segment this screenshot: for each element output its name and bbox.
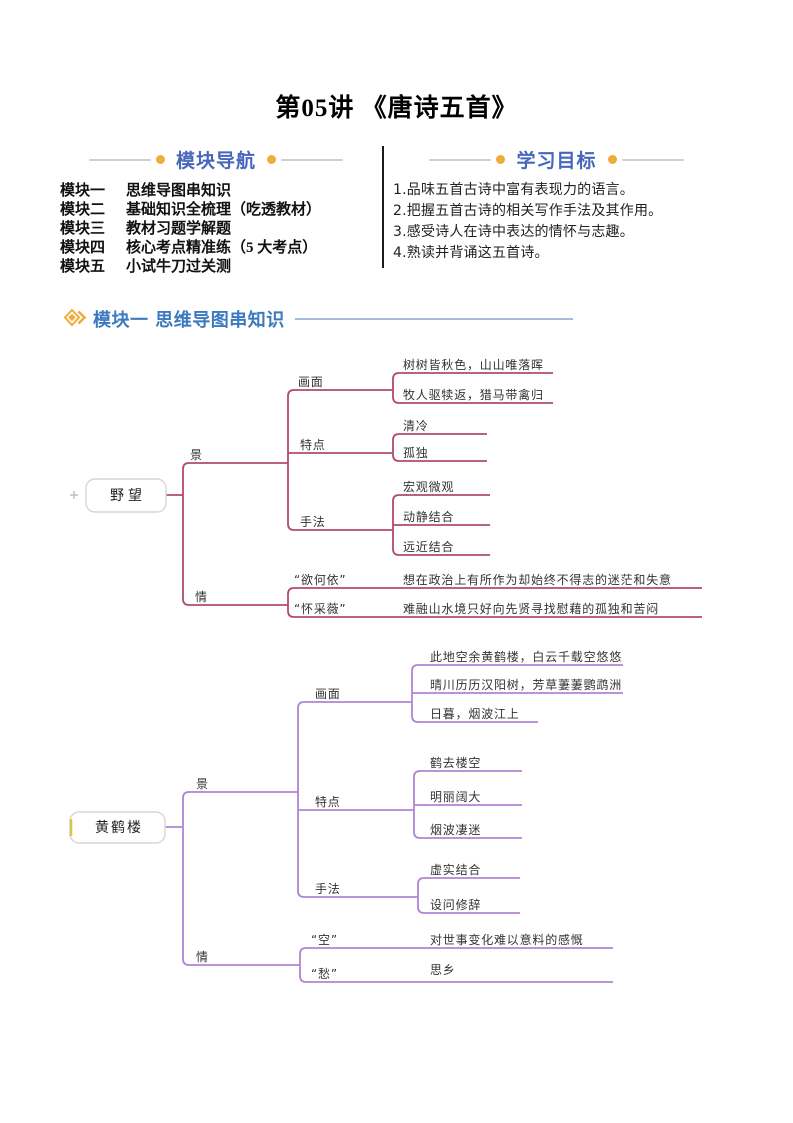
leaf-text: 晴川历历汉阳树，芳草萋萋鹦鹉洲 (430, 677, 622, 692)
gold-dot-icon (267, 155, 276, 164)
gold-dot-icon (496, 155, 506, 164)
list-item: 模块五 小试牛刀过关测 (60, 258, 372, 277)
learning-objectives-title: 学习目标 (516, 150, 597, 172)
node-label-quote1: “欲何依” (294, 572, 346, 587)
module-navigation-box: 模块导航 模块一 思维导图串知识 模块二 基础知识全梳理（吃透教材） 模块三 教… (60, 146, 372, 277)
list-item: 模块四 核心考点精准练（5 大考点） (60, 239, 372, 258)
module-desc: 基础知识全梳理（吃透教材） (126, 202, 322, 218)
leaf-text: 明丽阔大 (430, 790, 481, 804)
leaf-text: 对世事变化难以意料的感慨 (430, 932, 584, 947)
module-navigation-title: 模块导航 (175, 150, 256, 172)
module-label: 模块五 (60, 259, 106, 275)
page-title: 第05讲 《唐诗五首》 (275, 95, 518, 122)
node-label-picture: 画面 (298, 375, 324, 389)
section-header: 模块一 思维导图串知识 (63, 306, 573, 332)
leaf-text: 鹤去楼空 (430, 755, 481, 770)
node-label-quote1: “空” (311, 933, 338, 947)
leaf-text: 牧人驱犊返，猎马带禽归 (403, 387, 544, 402)
objective-item: 1.品味五首古诗中富有表现力的语言。 (393, 182, 634, 198)
gold-dot-icon (155, 155, 165, 164)
leaf-text: 设问修辞 (430, 897, 481, 912)
leaf-text: 思乡 (430, 963, 456, 977)
trunk-line (182, 791, 300, 966)
decorative-line (429, 158, 492, 161)
branch-label-scene: 景 (190, 448, 203, 462)
node-label-quote2: “怀采薇” (294, 602, 346, 616)
module-label: 模块三 (60, 221, 106, 237)
list-item: 模块三 教材习题学解题 (60, 220, 372, 239)
section-rule-line (294, 318, 573, 320)
feature-leaves-bracket (392, 433, 487, 462)
root-label: 黄鹤楼 (95, 819, 143, 836)
module-label: 模块二 (60, 202, 106, 218)
objective-item: 2.把握五首古诗的相关写作手法及其作用。 (393, 203, 663, 219)
module-list: 模块一 思维导图串知识 模块二 基础知识全梳理（吃透教材） 模块三 教材习题学解… (60, 182, 372, 277)
leaf-text: 烟波凄迷 (430, 823, 481, 837)
mindmap-yewang: 野望 景 情 画面 特点 手法 “欲何依” “怀采薇” 树树皆秋色，山山唯落晖 … (70, 357, 702, 618)
diamond-chevron-icon (63, 308, 88, 331)
node-label-feature: 特点 (315, 794, 341, 809)
trunk-line (182, 462, 288, 606)
leaf-text: 动静结合 (403, 509, 454, 524)
node-label-quote2: “愁” (311, 967, 338, 981)
learning-objectives-header: 学习目标 (393, 146, 720, 173)
root-label: 野望 (110, 488, 146, 504)
decorative-line (88, 158, 151, 161)
module-desc: 教材习题学解题 (126, 221, 232, 237)
leaf-text: 难融山水境只好向先贤寻找慰藉的孤独和苦闷 (403, 601, 659, 616)
leaf-text: 想在政治上有所作为却始终不得志的迷茫和失意 (403, 572, 672, 587)
list-item: 模块一 思维导图串知识 (60, 182, 372, 201)
emotion-leaves-bracket (287, 587, 702, 618)
leaf-text: 树树皆秋色，山山唯落晖 (403, 357, 544, 372)
module-desc: 核心考点精准练（5 大考点） (126, 240, 318, 256)
leaf-text: 虚实结合 (430, 862, 481, 877)
objective-item: 4.熟读并背诵这五首诗。 (393, 245, 549, 261)
module-label: 模块一 (60, 183, 106, 199)
learning-objectives-box: 学习目标 1.品味五首古诗中富有表现力的语言。 2.把握五首古诗的相关写作手法及… (393, 146, 720, 264)
module-navigation-header: 模块导航 (60, 146, 372, 173)
leaf-text: 孤独 (403, 446, 429, 460)
node-label-technique: 手法 (315, 882, 341, 896)
decorative-line (621, 158, 684, 161)
mindmap-huanghelou: 黄鹤楼 景 情 画面 特点 手法 “空” “愁” 此地空余黄鹤楼，白云千载空悠悠… (69, 649, 623, 983)
module-desc: 思维导图串知识 (126, 183, 232, 199)
leaf-text: 此地空余黄鹤楼，白云千载空悠悠 (430, 649, 622, 664)
gold-dot-icon (607, 155, 617, 164)
scene-children-line (297, 701, 418, 898)
decorative-line (281, 158, 343, 161)
node-label-technique: 手法 (300, 515, 326, 529)
branch-label-scene: 景 (196, 777, 209, 791)
emotion-leaves-bracket (299, 947, 613, 983)
leaf-text: 远近结合 (403, 539, 454, 554)
objective-item: 3.感受诗人在诗中表达的情怀与志趣。 (393, 224, 634, 240)
leaf-text: 清冷 (403, 419, 429, 433)
branch-label-emotion: 情 (195, 590, 208, 604)
leaf-text: 日暮，烟波江上 (430, 707, 520, 721)
picture-leaves-bracket (392, 372, 553, 404)
root-node (85, 478, 167, 513)
column-divider (382, 146, 384, 268)
objectives-list: 1.品味五首古诗中富有表现力的语言。 2.把握五首古诗的相关写作手法及其作用。 … (393, 180, 720, 264)
section-title: 模块一 思维导图串知识 (93, 310, 285, 331)
node-label-picture: 画面 (315, 687, 341, 701)
node-label-feature: 特点 (300, 437, 326, 452)
module-desc: 小试牛刀过关测 (126, 259, 232, 275)
leaf-text: 宏观微观 (403, 479, 454, 494)
scene-children-line (287, 389, 393, 531)
technique-leaves-bracket (417, 877, 520, 914)
list-item: 模块二 基础知识全梳理（吃透教材） (60, 201, 372, 220)
module-label: 模块四 (60, 240, 106, 256)
branch-label-emotion: 情 (196, 950, 209, 964)
